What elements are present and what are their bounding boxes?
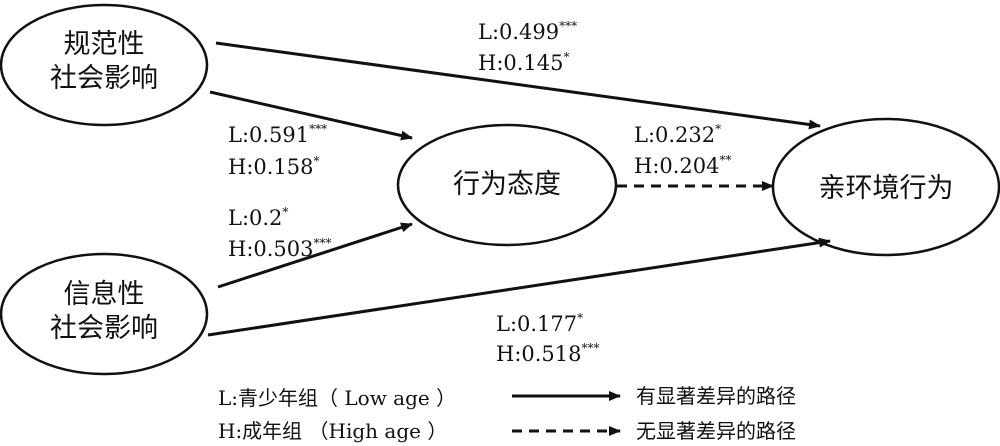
normative-line1: 规范性 (63, 29, 145, 60)
legend-group-low: L:青少年组（ Low age ） (218, 386, 457, 410)
normative-line2: 社会影响 (50, 62, 158, 94)
normative-node-label: 规范性 社会影响 (4, 28, 204, 96)
attitude-node-label: 行为态度 (453, 169, 561, 200)
informative-line1: 信息性 (63, 279, 145, 310)
arrow-informative-to-attitude (217, 222, 413, 289)
arrow-normative-to-attitude (209, 90, 413, 141)
coef-normative-attitude-high: H:0.158* (228, 154, 320, 179)
normative-influence-node (0, 3, 209, 127)
informative-influence-node (0, 252, 209, 376)
informative-node-label: 信息性 社会影响 (4, 278, 204, 346)
coef-attitude-behavior-low: L:0.232* (634, 122, 722, 147)
behavior-node-label: 亲环境行为 (818, 173, 954, 204)
coef-attitude-behavior-high: H:0.204** (634, 153, 732, 178)
arrow-normative-to-behavior (215, 41, 821, 130)
legend-solid-label: 有显著差异的路径 (636, 384, 796, 408)
legend-group-high: H:成年组 （High age ） (218, 419, 448, 443)
coef-normative-attitude-low: L:0.591*** (228, 122, 328, 147)
attitude-node (396, 123, 618, 247)
arrow-informative-to-behavior (207, 237, 831, 337)
coef-informative-attitude-high: H:0.503*** (228, 236, 332, 261)
legend-dashed-label: 无显著差异的路径 (636, 419, 796, 443)
coef-normative-behavior-high: H:0.145* (478, 50, 570, 75)
coef-informative-behavior-high: H:0.518*** (496, 341, 600, 366)
coef-normative-behavior-low: L:0.499*** (478, 19, 578, 44)
coef-informative-attitude-low: L:0.2* (228, 205, 289, 230)
coef-informative-behavior-low: L:0.177* (496, 311, 584, 336)
informative-line2: 社会影响 (50, 312, 158, 344)
